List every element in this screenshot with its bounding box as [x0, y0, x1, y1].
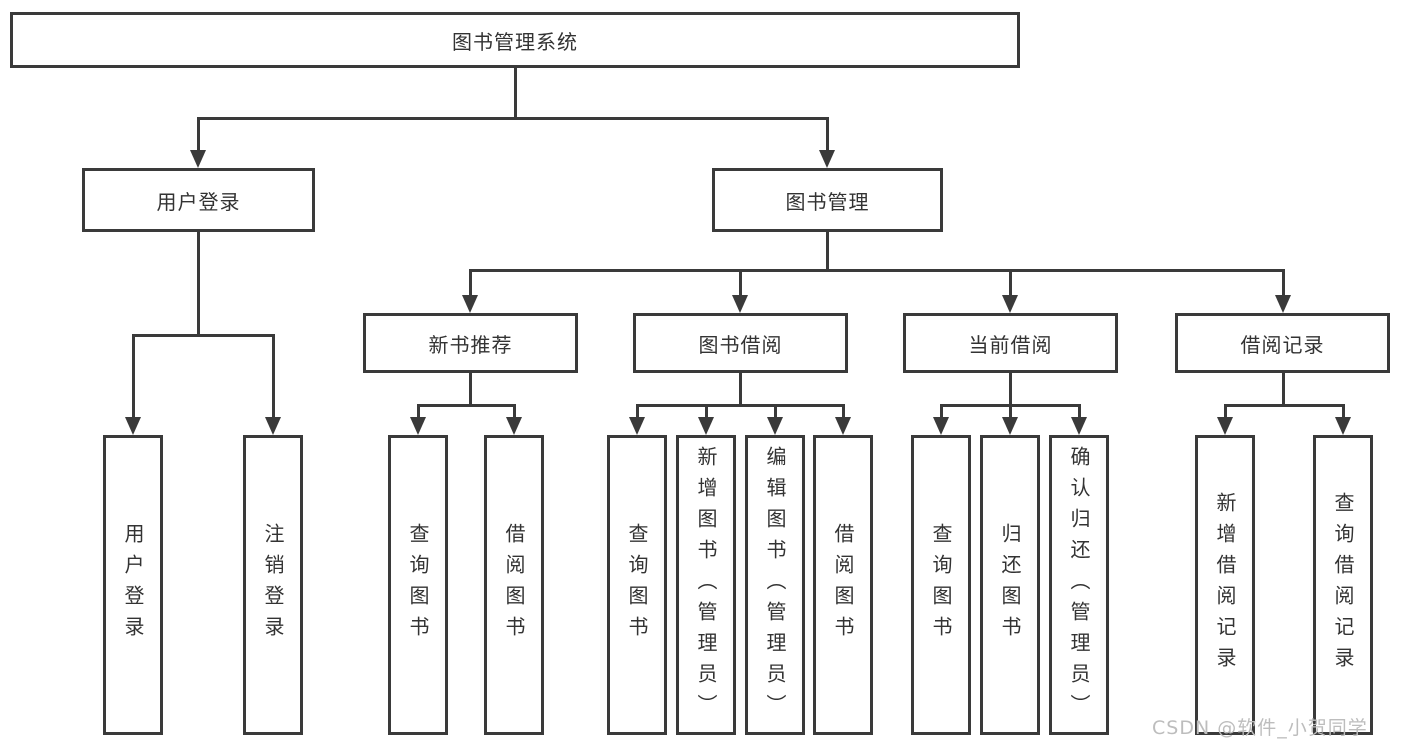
leaf-query-borrow-record: 查询借阅记录 [1313, 435, 1373, 735]
leaf-label: 编辑图书（管理员） [763, 445, 787, 725]
connector-line [131, 335, 135, 418]
node-label: 新书推荐 [428, 332, 513, 357]
connector-line [825, 232, 829, 272]
connector-line [416, 403, 516, 407]
arrow-down-icon [629, 417, 645, 435]
connector-line [196, 116, 829, 120]
arrow-down-icon [732, 295, 748, 313]
leaf-label: 查询图书 [406, 523, 430, 647]
arrow-down-icon [1335, 417, 1351, 435]
leaf-label: 新增图书（管理员） [694, 445, 718, 725]
arrow-down-icon [835, 417, 851, 435]
arrow-down-icon [698, 417, 714, 435]
connector-line [939, 405, 943, 419]
leaf-label: 借阅图书 [831, 523, 855, 647]
connector-line [1008, 373, 1012, 406]
connector-line [271, 335, 275, 418]
connector-line [1281, 270, 1285, 296]
leaf-query-books-current: 查询图书 [911, 435, 971, 735]
leaf-label: 查询图书 [929, 523, 953, 647]
node-book-management: 图书管理 [712, 168, 943, 232]
node-book-borrow: 图书借阅 [633, 313, 848, 373]
arrow-down-icon [506, 417, 522, 435]
connector-line [416, 405, 420, 419]
arrow-down-icon [1275, 295, 1291, 313]
leaf-confirm-return-admin: 确认归还（管理员） [1049, 435, 1109, 735]
leaf-borrow-books-recommend: 借阅图书 [484, 435, 544, 735]
arrow-down-icon [1002, 417, 1018, 435]
arrow-down-icon [933, 417, 949, 435]
connector-line [841, 405, 845, 419]
connector-line [468, 270, 472, 296]
connector-line [704, 405, 708, 419]
connector-line [512, 405, 516, 419]
node-label: 图书管理系统 [452, 29, 578, 54]
arrow-down-icon [1071, 417, 1087, 435]
arrow-down-icon [1002, 295, 1018, 313]
connector-line [468, 373, 472, 406]
node-label: 图书管理 [785, 189, 870, 214]
connector-line [635, 405, 639, 419]
connector-line [196, 118, 200, 151]
node-label: 图书借阅 [698, 332, 783, 357]
connector-line [738, 270, 742, 296]
leaf-label: 查询借阅记录 [1331, 492, 1355, 678]
node-library-system: 图书管理系统 [10, 12, 1020, 68]
leaf-return-book: 归还图书 [980, 435, 1040, 735]
leaf-add-borrow-record: 新增借阅记录 [1195, 435, 1255, 735]
leaf-label: 归还图书 [998, 523, 1022, 647]
leaf-user-login: 用户登录 [103, 435, 163, 735]
connector-line [1008, 270, 1012, 296]
arrow-down-icon [767, 417, 783, 435]
leaf-label: 注销登录 [261, 523, 285, 647]
arrow-down-icon [462, 295, 478, 313]
node-borrow-records: 借阅记录 [1175, 313, 1390, 373]
connector-line [825, 118, 829, 151]
leaf-label: 用户登录 [121, 523, 145, 647]
leaf-query-books-recommend: 查询图书 [388, 435, 448, 735]
node-label: 用户登录 [156, 189, 241, 214]
arrow-down-icon [265, 417, 281, 435]
node-user-login: 用户登录 [82, 168, 315, 232]
connector-line [773, 405, 777, 419]
leaf-add-book-admin: 新增图书（管理员） [676, 435, 736, 735]
connector-line [1077, 405, 1081, 419]
leaf-label: 新增借阅记录 [1213, 492, 1237, 678]
arrow-down-icon [410, 417, 426, 435]
node-new-book-recommend: 新书推荐 [363, 313, 578, 373]
connector-line [468, 268, 1285, 272]
connector-line [1223, 403, 1345, 407]
connector-line [196, 232, 200, 336]
node-label: 借阅记录 [1240, 332, 1325, 357]
leaf-label: 确认归还（管理员） [1067, 445, 1091, 725]
arrow-down-icon [190, 150, 206, 168]
node-current-borrow: 当前借阅 [903, 313, 1118, 373]
leaf-label: 查询图书 [625, 523, 649, 647]
connector-line [1281, 373, 1285, 406]
connector-line [131, 333, 275, 337]
leaf-borrow-books: 借阅图书 [813, 435, 873, 735]
leaf-query-books-borrow: 查询图书 [607, 435, 667, 735]
connector-line [513, 68, 517, 118]
leaf-edit-book-admin: 编辑图书（管理员） [745, 435, 805, 735]
arrow-down-icon [1217, 417, 1233, 435]
leaf-logout: 注销登录 [243, 435, 303, 735]
connector-line [1341, 405, 1345, 419]
connector-line [1223, 405, 1227, 419]
connector-line [738, 373, 742, 406]
node-label: 当前借阅 [968, 332, 1053, 357]
watermark: CSDN @软件_小贺同学 [1152, 717, 1368, 739]
connector-line [1008, 405, 1012, 419]
leaf-label: 借阅图书 [502, 523, 526, 647]
arrow-down-icon [819, 150, 835, 168]
arrow-down-icon [125, 417, 141, 435]
connector-line [635, 403, 845, 407]
